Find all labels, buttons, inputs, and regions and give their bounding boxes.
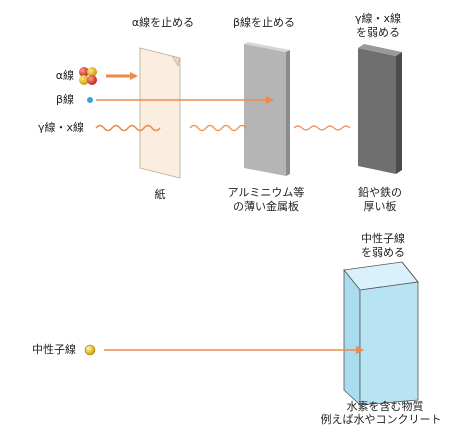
alpha-stop-label: α線を止める <box>131 16 195 29</box>
beta-ray-label: β線 <box>55 93 74 106</box>
gamma-weaken-label-2: を弱める <box>356 26 400 39</box>
neutron-ray-label: 中性子線 <box>32 343 76 356</box>
beta-particle-icon <box>87 97 93 103</box>
water-material-label-2: 例えば水やコンクリート <box>320 413 442 426</box>
lead-material-label-1: 鉛や鉄の <box>358 186 402 199</box>
water-tank-shield <box>343 261 419 406</box>
aluminum-material-label-2: の薄い金属板 <box>233 200 299 213</box>
gamma-wave-3 <box>293 125 351 131</box>
gamma-wave-2 <box>189 124 247 132</box>
neutron-weaken-label-2: を弱める <box>361 246 405 259</box>
aluminum-material-label-1: アルミニウム等 <box>227 186 305 199</box>
neutron-weaken-label-1: 中性子線 <box>361 232 405 245</box>
gamma-ray-label: γ線・x線 <box>37 121 84 134</box>
paper-shield <box>139 47 181 179</box>
lead-shield <box>358 44 402 174</box>
neutron-particle-icon <box>84 344 96 356</box>
water-material-label-1: 水素を含む物質 <box>346 400 424 413</box>
paper-material-label: 紙 <box>154 188 166 201</box>
lead-material-label-2: 厚い板 <box>363 200 397 213</box>
gamma-wave-1 <box>95 124 161 132</box>
alpha-ray-label: α線 <box>55 69 74 82</box>
aluminum-shield <box>244 42 290 176</box>
alpha-particle-icon <box>79 67 97 85</box>
gamma-weaken-label-1: γ線・x線 <box>354 12 402 25</box>
beta-stop-label: β線を止める <box>232 16 296 29</box>
